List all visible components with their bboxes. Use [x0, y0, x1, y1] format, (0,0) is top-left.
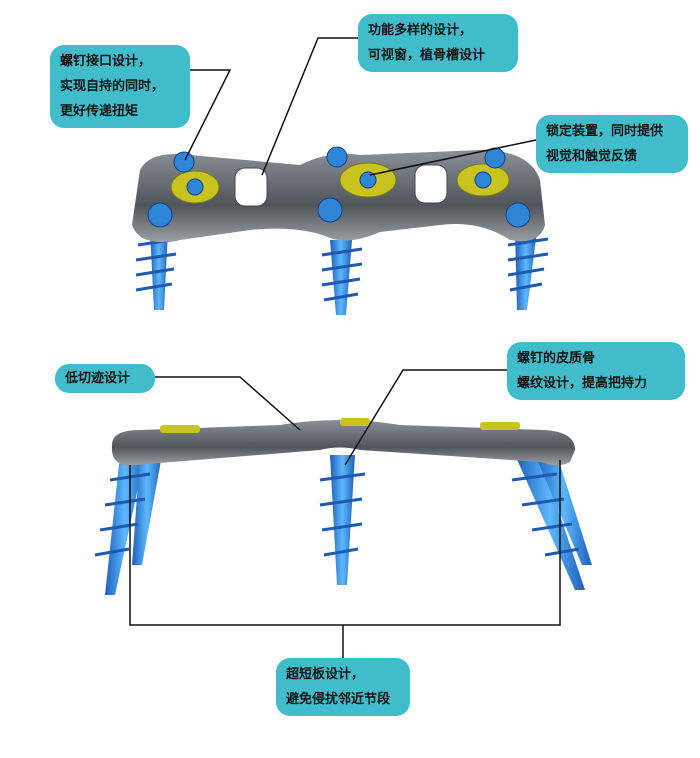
callout-locking-device: 锁定装置，同时提供 视觉和触觉反馈 [536, 115, 688, 173]
callout-cortical-thread: 螺钉的皮质骨 螺纹设计，提高把持力 [507, 342, 685, 400]
bottom-screw-shafts [105, 455, 592, 595]
callout-line: 螺纹设计，提高把持力 [517, 376, 648, 391]
callout-line: 视觉和触觉反馈 [546, 149, 638, 164]
callout-low-profile: 低切迹设计 [55, 364, 155, 393]
callout-line: 锁定装置，同时提供 [546, 124, 664, 139]
callout-line: 超短板设计， [286, 667, 365, 682]
callout-line: 螺钉的皮质骨 [517, 351, 596, 366]
callout-line: 功能多样的设计， [368, 23, 473, 38]
bottom-plate [111, 420, 575, 466]
callout-line: 螺钉接口设计， [60, 54, 152, 69]
callout-line: 可视窗，植骨槽设计 [368, 48, 486, 63]
top-screw-shafts [150, 230, 537, 315]
callout-screw-interface: 螺钉接口设计， 实现自持的同时， 更好传递扭矩 [50, 45, 190, 128]
top-threads [135, 237, 549, 302]
callout-line: 避免侵扰邻近节段 [286, 692, 391, 707]
callout-line: 实现自持的同时， [60, 79, 165, 94]
callout-multi-function: 功能多样的设计， 可视窗，植骨槽设计 [358, 14, 518, 72]
callout-line: 更好传递扭矩 [60, 104, 139, 119]
screw-heads [147, 146, 531, 228]
callout-line: 低切迹设计 [65, 371, 131, 386]
leader-lines [129, 37, 561, 658]
callout-short-plate: 超短板设计， 避免侵扰邻近节段 [276, 658, 410, 716]
